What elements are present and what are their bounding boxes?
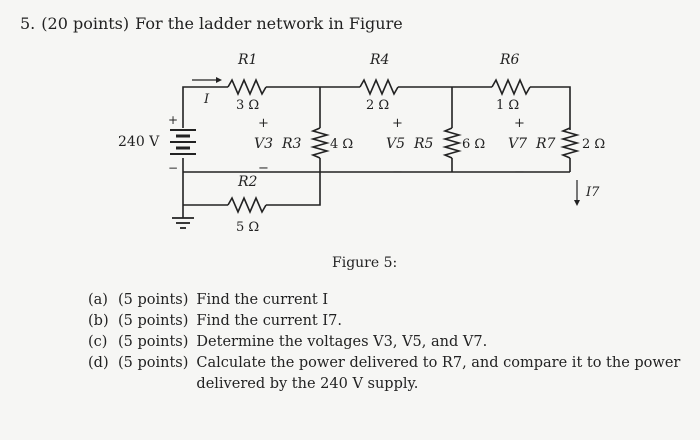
question-parts: (a) (5 points) Find the current I (b) (5…: [88, 290, 688, 395]
part-text: Determine the voltages V3, V5, and V7.: [196, 334, 488, 350]
part-text: Calculate the power delivered to R7, and…: [196, 355, 681, 392]
ladder-circuit-diagram: + − 240 V I R1 3 Ω R4 2 Ω R6 1 Ω V3 R3 4…: [118, 52, 605, 235]
v3-plus: +: [258, 116, 269, 131]
v7-label: V7: [508, 136, 527, 152]
r6-name: R6: [499, 52, 520, 68]
part-points: (5 points): [118, 355, 189, 371]
r4-value: 2 Ω: [366, 98, 389, 113]
r2-value: 5 Ω: [236, 220, 259, 235]
v5-minus: −: [392, 165, 403, 180]
r3-name: R3: [281, 136, 302, 152]
v3-label: V3: [254, 136, 273, 152]
problem-text: For the ladder network in Figure: [135, 14, 403, 33]
r5-value: 6 Ω: [462, 137, 485, 152]
ground-symbol: [172, 217, 194, 229]
r2-name: R2: [237, 174, 258, 190]
part-points: (5 points): [118, 313, 189, 329]
resistor-r6: [491, 77, 531, 97]
v7-minus: −: [514, 165, 525, 180]
part-label: (b): [88, 313, 109, 329]
problem-points: (20 points): [41, 14, 130, 33]
circuit-wires: [182, 86, 571, 218]
problem-number: 5.: [20, 14, 36, 33]
r1-name: R1: [237, 52, 257, 68]
part-text: Find the current I7.: [196, 313, 342, 329]
r7-value: 2 Ω: [582, 137, 605, 152]
current-label: I: [203, 92, 210, 107]
resistor-r2: [227, 195, 267, 215]
part-c: (c) (5 points) Determine the voltages V3…: [88, 332, 688, 353]
part-a: (a) (5 points) Find the current I: [88, 290, 688, 311]
v5-plus: +: [392, 116, 403, 131]
r6-value: 1 Ω: [496, 98, 519, 113]
resistor-r1: [227, 77, 267, 97]
r1-value: 3 Ω: [236, 98, 259, 113]
resistor-r3: [310, 127, 330, 159]
problem-statement: 5. (20 points) For the ladder network in F…: [20, 14, 403, 33]
voltage-source: [170, 129, 196, 155]
resistor-r4: [359, 77, 399, 97]
part-text: Find the current I: [196, 292, 329, 308]
part-label: (a): [88, 292, 108, 308]
source-plus: +: [168, 113, 178, 127]
i7-arrow: [574, 180, 580, 206]
part-b: (b) (5 points) Find the current I7.: [88, 311, 688, 332]
figure-caption: Figure 5:: [332, 255, 398, 271]
v3-minus: −: [258, 161, 269, 176]
part-label: (d): [88, 355, 109, 371]
part-points: (5 points): [118, 292, 189, 308]
r7-name: R7: [535, 136, 556, 152]
resistor-r5: [442, 127, 462, 159]
resistor-r7: [560, 127, 580, 159]
r5-name: R5: [413, 136, 434, 152]
r4-name: R4: [369, 52, 389, 68]
part-points: (5 points): [118, 334, 189, 350]
part-d: (d) (5 points) Calculate the power deliv…: [88, 353, 688, 395]
v7-plus: +: [514, 116, 525, 131]
r3-value: 4 Ω: [330, 137, 353, 152]
i7-label: I7: [585, 185, 600, 200]
part-label: (c): [88, 334, 108, 350]
source-minus: −: [168, 161, 178, 175]
current-arrow: [192, 77, 222, 83]
v5-label: V5: [386, 136, 405, 152]
source-voltage-label: 240 V: [118, 134, 160, 150]
